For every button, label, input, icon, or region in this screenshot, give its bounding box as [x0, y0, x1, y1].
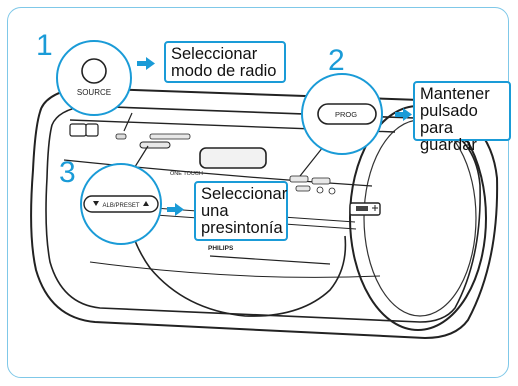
- lower-panel-line: [89, 261, 381, 278]
- arrow-right-icon: [395, 108, 412, 121]
- front-edge-line: [63, 159, 373, 187]
- cd-slot-line: [209, 255, 331, 265]
- round-button-small-2[interactable]: [328, 187, 336, 195]
- arrow-right-icon: [137, 57, 155, 70]
- usb-slot: [356, 206, 368, 211]
- step-number-3: 3: [59, 156, 76, 189]
- source-button-small[interactable]: [115, 133, 127, 140]
- one-touch-label: ONE TOUCH: [170, 171, 203, 177]
- brand-label: PHILIPS: [208, 245, 234, 252]
- stop-button-small[interactable]: [295, 185, 311, 192]
- source-pointer-line: [123, 112, 133, 132]
- callout-select-radio-mode: Seleccionar modo de radio: [164, 41, 286, 83]
- alb-preset-label: ALB/PRESET: [102, 203, 139, 209]
- step-number-2: 2: [328, 44, 345, 77]
- callout-hold-to-save: Mantener pulsado para guardar: [413, 81, 511, 154]
- preset-button-small[interactable]: [139, 141, 171, 149]
- source-button[interactable]: [81, 58, 107, 84]
- usb-icon: [372, 205, 378, 211]
- display-window: [199, 147, 267, 169]
- play-button-small[interactable]: [311, 177, 331, 185]
- prog-button-small[interactable]: [289, 175, 309, 183]
- source-label: SOURCE: [77, 88, 111, 97]
- volume-button[interactable]: [85, 123, 99, 137]
- prog-button[interactable]: [317, 103, 377, 125]
- step-number-1: 1: [36, 29, 53, 62]
- arrow-right-icon: [167, 203, 184, 216]
- illustration-frame: [7, 7, 509, 378]
- round-button-small[interactable]: [316, 186, 324, 194]
- prog-label: PROG: [335, 110, 357, 119]
- tuner-button-small[interactable]: [149, 133, 191, 140]
- preset-up-arrow-icon[interactable]: [143, 201, 149, 206]
- alb-preset-button[interactable]: [83, 195, 159, 213]
- preset-down-arrow-icon[interactable]: [93, 201, 99, 206]
- callout-select-preset: Seleccionar una presintonía: [194, 181, 288, 241]
- power-button[interactable]: [69, 123, 87, 137]
